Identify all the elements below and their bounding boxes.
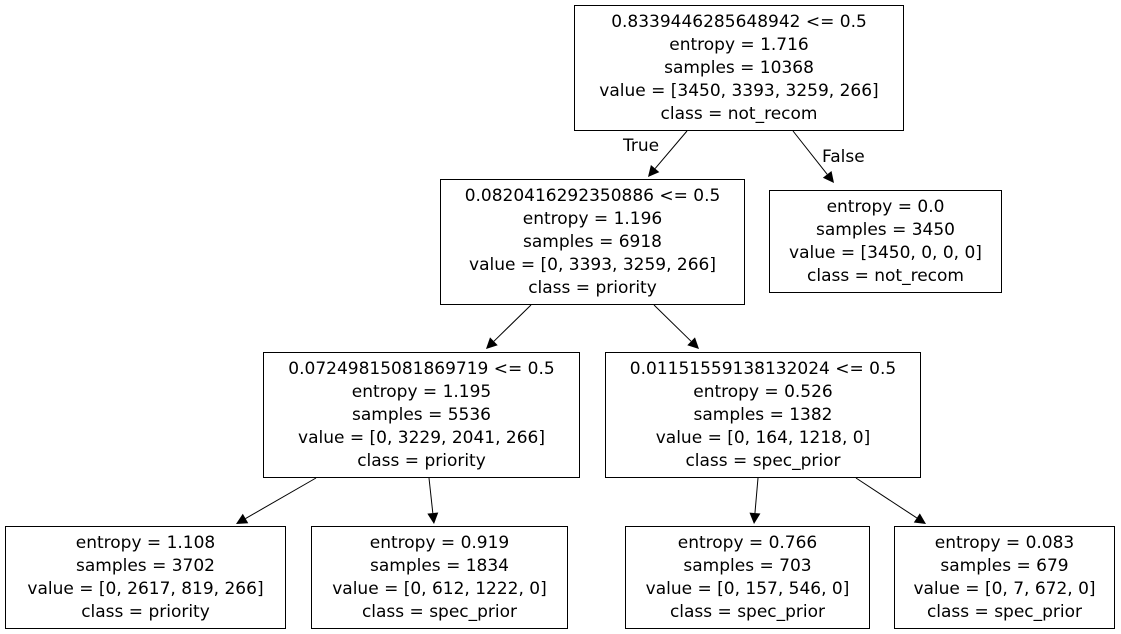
node-line: entropy = 1.195 xyxy=(351,382,492,402)
node-line: class = spec_prior xyxy=(669,602,826,622)
node-line: samples = 3702 xyxy=(76,556,215,576)
node-line: entropy = 0.766 xyxy=(677,533,818,553)
tree-node-n4: 0.01151559138132024 <= 0.5 entropy = 0.52… xyxy=(605,352,921,478)
edge-n0-n2 xyxy=(792,130,828,175)
node-line: samples = 5536 xyxy=(352,405,491,425)
tree-node-n5: entropy = 1.108 samples = 3702 value = [0,… xyxy=(5,526,286,629)
node-line: 0.8339446285648942 <= 0.5 xyxy=(611,12,867,32)
node-line: 0.0820416292350886 <= 0.5 xyxy=(464,186,721,206)
node-line: samples = 10368 xyxy=(664,58,814,78)
node-line: entropy = 0.0 xyxy=(826,197,945,217)
node-line: value = [0, 2617, 819, 266] xyxy=(27,579,264,599)
edge-n4-n7 xyxy=(754,477,759,514)
node-line: value = [3450, 0, 0, 0] xyxy=(789,243,982,263)
node-line: samples = 679 xyxy=(940,556,1069,576)
node-line: samples = 1382 xyxy=(693,405,833,425)
edge-n1-n4 xyxy=(653,304,692,342)
node-line: value = [0, 612, 1222, 0] xyxy=(332,579,547,599)
tree-node-n1: 0.0820416292350886 <= 0.5 entropy = 1.196… xyxy=(440,179,745,305)
node-line: entropy = 1.108 xyxy=(75,533,216,553)
node-line: class = priority xyxy=(528,278,657,298)
tree-node-n6: entropy = 0.919 samples = 1834 value = [0,… xyxy=(311,526,568,629)
arrowhead-n3-n5 xyxy=(236,513,249,524)
node-line: value = [0, 164, 1218, 0] xyxy=(655,428,871,448)
edge-n1-n3 xyxy=(493,304,532,342)
arrowhead-n0-n1 xyxy=(648,165,660,177)
node-line: value = [0, 3229, 2041, 266] xyxy=(298,428,545,448)
edge-n3-n5 xyxy=(245,477,317,519)
tree-node-n8: entropy = 0.083 samples = 679 value = [0, … xyxy=(894,526,1115,629)
edge-label-true: True xyxy=(623,136,660,156)
node-line: entropy = 1.716 xyxy=(669,35,809,55)
node-line: value = [0, 157, 546, 0] xyxy=(645,579,850,599)
node-line: class = spec_prior xyxy=(926,602,1083,622)
arrowhead-n1-n4 xyxy=(687,337,699,349)
node-line: samples = 703 xyxy=(683,556,812,576)
node-line: value = [3450, 3393, 3259, 266] xyxy=(599,81,879,101)
node-line: class = priority xyxy=(81,602,210,622)
node-line: value = [0, 7, 672, 0] xyxy=(913,579,1096,599)
node-line: samples = 6918 xyxy=(523,232,662,252)
node-line: class = spec_prior xyxy=(685,451,841,471)
edge-n4-n8 xyxy=(855,477,918,519)
node-line: entropy = 0.083 xyxy=(934,533,1075,553)
node-line: entropy = 1.196 xyxy=(522,209,663,229)
arrowhead-n1-n3 xyxy=(486,337,498,349)
edge-n3-n6 xyxy=(428,477,434,514)
node-line: value = [0, 3393, 3259, 266] xyxy=(469,255,716,275)
node-line: entropy = 0.919 xyxy=(369,533,510,553)
node-line: class = priority xyxy=(357,451,486,471)
tree-node-n0: 0.8339446285648942 <= 0.5 entropy = 1.716… xyxy=(574,5,904,131)
arrowhead-n0-n2 xyxy=(822,170,834,183)
edge-label-false: False xyxy=(822,147,865,167)
arrowhead-n3-n6 xyxy=(427,512,439,524)
tree-node-n3: 0.07249815081869719 <= 0.5 entropy = 1.19… xyxy=(263,352,580,478)
arrowhead-n4-n7 xyxy=(749,512,761,524)
tree-node-n2: entropy = 0.0 samples = 3450 value = [3450… xyxy=(769,190,1002,293)
edge-n0-n1 xyxy=(654,130,688,169)
node-line: class = not_recom xyxy=(807,266,964,286)
node-line: samples = 3450 xyxy=(816,220,955,240)
node-line: class = not_recom xyxy=(660,104,818,124)
node-line: class = spec_prior xyxy=(361,602,518,622)
node-line: entropy = 0.526 xyxy=(693,382,833,402)
tree-node-n7: entropy = 0.766 samples = 703 value = [0, … xyxy=(625,526,870,629)
arrowhead-n4-n8 xyxy=(913,513,926,524)
node-line: 0.01151559138132024 <= 0.5 xyxy=(629,359,897,379)
node-line: 0.07249815081869719 <= 0.5 xyxy=(288,359,555,379)
node-line: samples = 1834 xyxy=(370,556,509,576)
